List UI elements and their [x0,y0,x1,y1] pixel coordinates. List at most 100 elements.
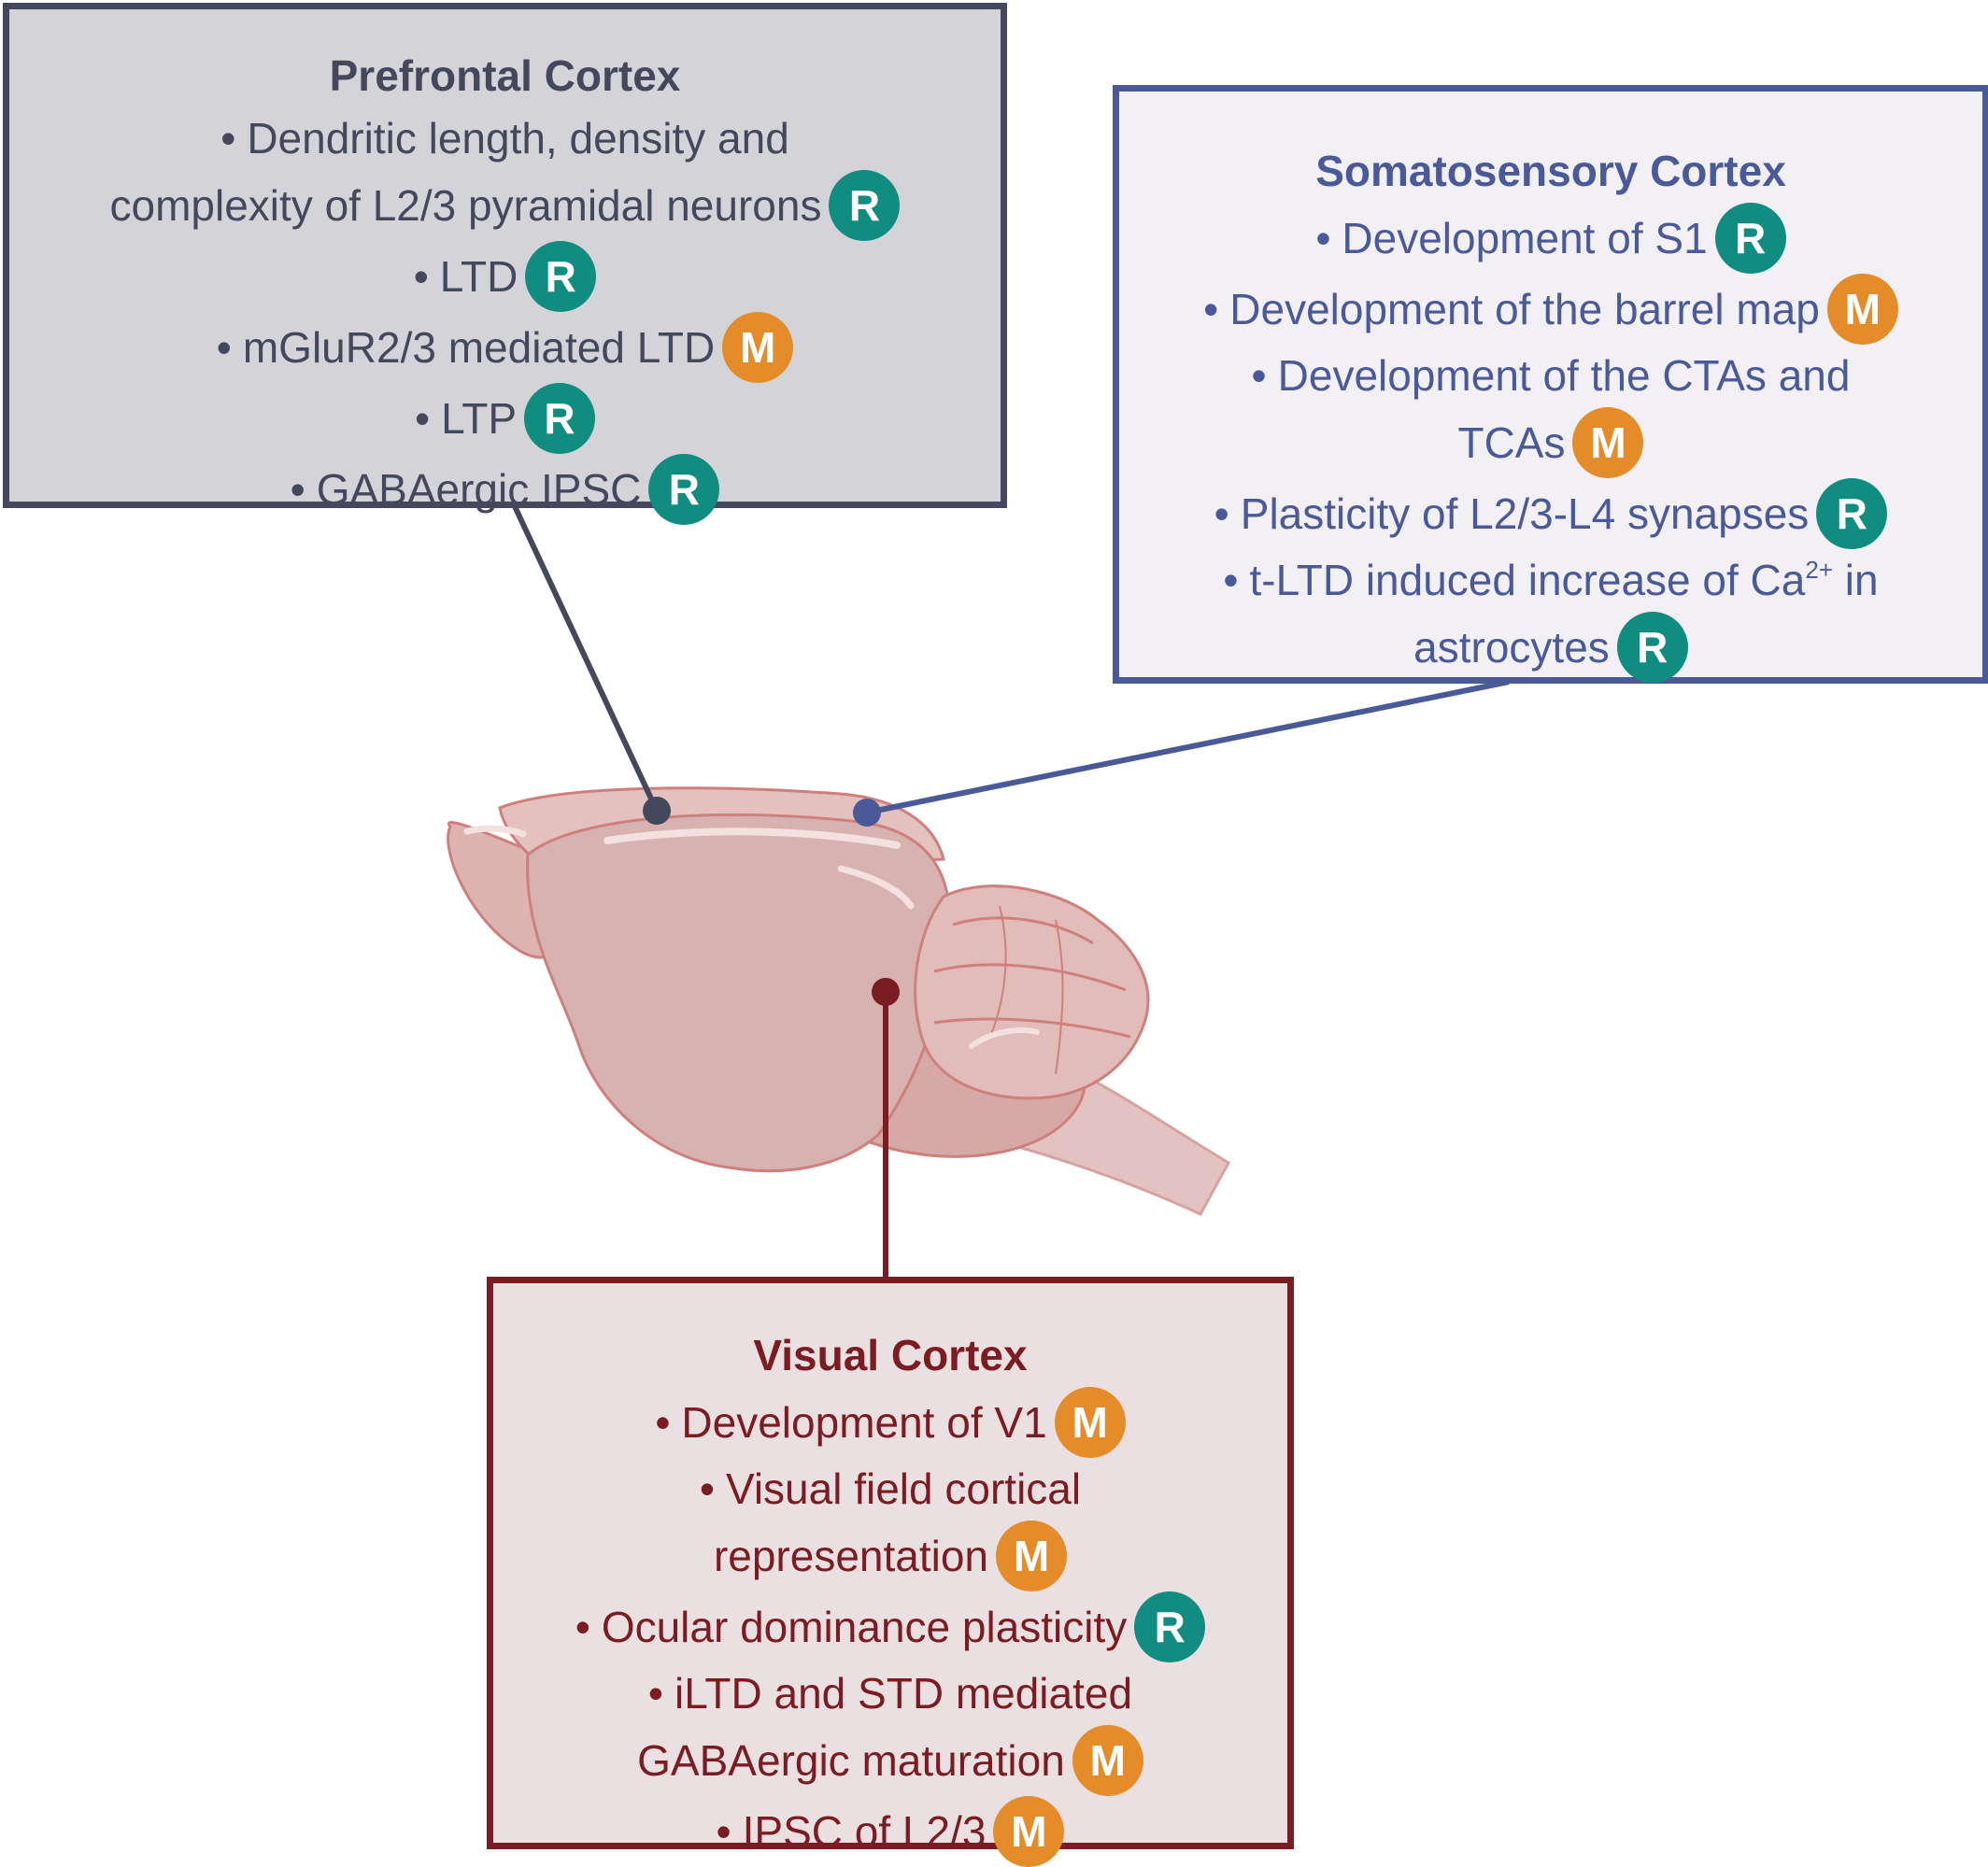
bullet-icon: • [220,114,236,163]
mouse-badge-icon: M [996,1520,1068,1591]
rat-badge-icon: R [1714,203,1786,274]
mouse-badge-icon: M [722,312,794,383]
prefrontal-title: Prefrontal Cortex [329,51,681,100]
rat-badge-icon: R [1134,1591,1206,1662]
visual-item-line: •iLTD and STD mediated [637,1662,1143,1725]
mouse-badge-icon: M [1826,274,1898,345]
cerebral-hemisphere [526,813,951,1173]
visual-title: Visual Cortex [753,1331,1028,1379]
prefrontal-item-text: mGluR2/3 mediated LTD [242,322,716,372]
somatosensory-item-text: Development of the barrel map [1229,284,1820,333]
visual-item-text: Development of V1 [681,1397,1047,1447]
visual-dot [872,978,900,1006]
visual-item-text: GABAergic maturation [637,1735,1065,1785]
prefrontal-connector [511,502,660,813]
bullet-icon: • [413,251,429,301]
prefrontal-item-text: LTP [441,393,518,443]
visual-item-text: representation [713,1531,989,1580]
somatosensory-item-text: TCAs [1457,417,1566,467]
prefrontal-cortex-box: Prefrontal Cortex •Dendritic length, den… [3,3,1007,525]
mouse-badge-icon: M [1572,407,1644,478]
somatosensory-item-text: astrocytes [1413,622,1610,672]
bullet-icon: • [216,322,232,372]
prefrontal-item-text: complexity of L2/3 pyramidal neurons [109,180,822,230]
bullet-icon: • [575,1602,590,1651]
bullet-icon: • [647,1669,664,1718]
somatosensory-title: Somatosensory Cortex [1315,147,1786,195]
rat-badge-icon: R [524,383,596,454]
somatosensory-list-item: •t-LTD induced increase of Ca2+ in astroc… [1223,549,1879,683]
mouse-badge-icon: M [993,1796,1065,1867]
bullet-icon: • [414,393,431,443]
bullet-icon: • [1203,284,1219,333]
bullet-icon: • [1315,213,1331,262]
bullet-icon: • [716,1806,731,1856]
rat-badge-icon: R [1816,478,1888,549]
superscript: 2+ [1805,555,1834,584]
bullet-icon: • [290,464,305,514]
bullet-icon: • [1214,488,1229,538]
somatosensory-item-text: t-LTD induced increase of Ca2+ in [1249,555,1879,604]
rat-badge-icon: R [1616,612,1688,683]
visual-item-line: •Visual field cortical [700,1458,1081,1520]
prefrontal-item-text: Dendritic length, density and [247,114,789,163]
bullet-icon: • [1251,351,1267,400]
somatosensory-dot [853,799,881,827]
somatosensory-item-text: Development of S1 [1342,213,1708,262]
somatosensory-item-line: •Development of the CTAs and [1252,345,1851,407]
brain-illustration [447,786,1231,1216]
rat-badge-icon: R [525,241,597,312]
prefrontal-item-text: LTD [439,251,518,301]
rat-badge-icon: R [648,454,720,525]
visual-item-text: IPSC of L2/3 [742,1806,987,1856]
bullet-icon: • [655,1397,671,1447]
somatosensory-item-text: Development of the CTAs and [1277,351,1851,400]
prefrontal-item-text: GABAergic IPSC [316,464,642,514]
rat-badge-icon: R [829,170,901,241]
visual-item-text: Ocular dominance plasticity [601,1602,1128,1651]
visual-item-text: Visual field cortical [725,1464,1082,1513]
prefrontal-dot [643,797,671,825]
mouse-badge-icon: M [1072,1725,1143,1796]
bullet-icon: • [1223,556,1239,604]
visual-item-text: iLTD and STD mediated [674,1669,1133,1718]
cerebellum [914,884,1150,1100]
somatosensory-connector [866,679,1510,815]
somatosensory-item-text: Plasticity of L2/3-L4 synapses [1240,488,1810,538]
prefrontal-item-line: •Dendritic length, density and [110,107,901,170]
